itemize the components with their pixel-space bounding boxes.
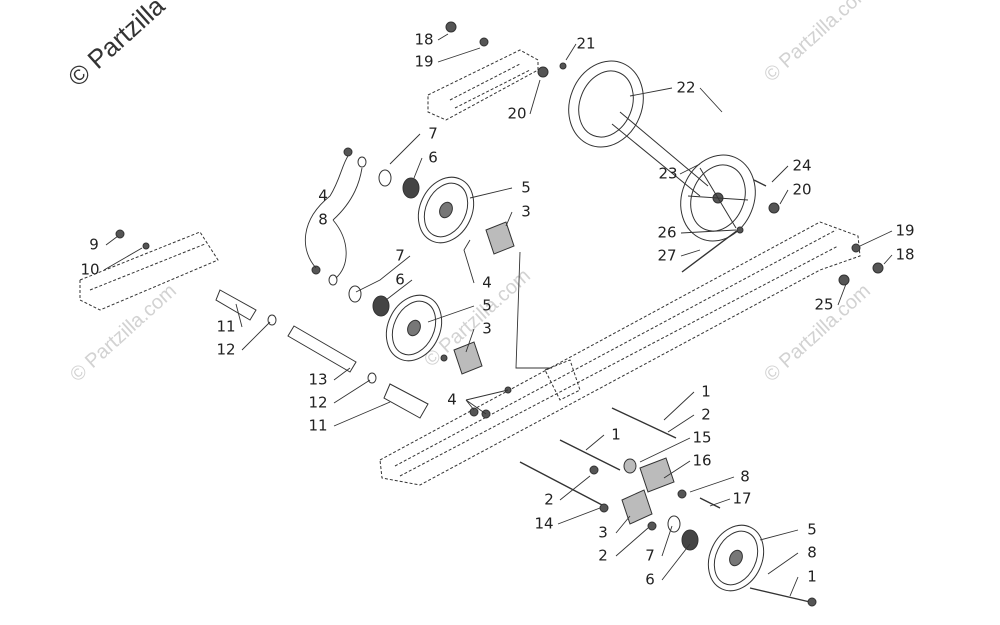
part-callout-26: 26	[657, 223, 677, 242]
bearing-upper	[357, 156, 420, 199]
part-callout-11: 11	[308, 416, 328, 435]
idler-wheel-lower	[707, 524, 765, 592]
idler-wheel-upper	[417, 176, 475, 244]
part-callout-2: 2	[544, 490, 554, 509]
part-callout-23: 23	[658, 164, 678, 183]
bearing-middle	[328, 274, 390, 317]
part-callout-1: 1	[807, 567, 817, 586]
part-callout-8: 8	[807, 543, 817, 562]
leader-lines	[103, 33, 893, 597]
rail-upper-left	[427, 49, 539, 121]
bracket-lower	[621, 457, 675, 525]
part-callout-17: 17	[732, 489, 752, 508]
part-callout-9: 9	[89, 235, 99, 254]
part-callout-27: 27	[657, 246, 677, 265]
part-callout-4: 4	[318, 186, 328, 205]
part-callout-8: 8	[318, 210, 328, 229]
part-callout-1: 1	[611, 425, 621, 444]
part-callout-20: 20	[507, 104, 527, 123]
part-callout-19: 19	[895, 221, 915, 240]
part-callout-25: 25	[814, 295, 834, 314]
part-callout-5: 5	[521, 178, 531, 197]
part-callout-6: 6	[428, 148, 438, 167]
part-callout-10: 10	[80, 260, 100, 279]
rear-axle-assembly	[568, 60, 756, 242]
part-callout-1: 1	[701, 382, 711, 401]
part-callout-7: 7	[645, 546, 655, 565]
part-callout-7: 7	[428, 124, 438, 143]
part-callout-22: 22	[676, 78, 696, 97]
part-callout-7: 7	[395, 246, 405, 265]
part-callout-19: 19	[414, 52, 434, 71]
part-callout-5: 5	[807, 520, 817, 539]
part-callout-15: 15	[692, 428, 712, 447]
part-callout-3: 3	[482, 319, 492, 338]
part-callout-3: 3	[521, 202, 531, 221]
part-callout-13: 13	[308, 370, 328, 389]
rail-main	[379, 221, 861, 486]
nuts	[115, 21, 884, 607]
part-callout-18: 18	[414, 30, 434, 49]
part-callout-2: 2	[701, 405, 711, 424]
part-callout-12: 12	[216, 340, 236, 359]
part-callout-6: 6	[395, 270, 405, 289]
spacer-tubes	[215, 289, 429, 419]
bolts	[519, 179, 811, 603]
part-callout-11: 11	[216, 317, 236, 336]
bearing-lower	[667, 515, 699, 551]
bracket-upper	[485, 221, 515, 255]
idler-wheel-middle	[385, 294, 443, 362]
part-callout-8: 8	[740, 467, 750, 486]
part-callout-4: 4	[482, 273, 492, 292]
part-callout-16: 16	[692, 451, 712, 470]
part-callout-2: 2	[598, 546, 608, 565]
part-callout-24: 24	[792, 156, 812, 175]
part-callout-18: 18	[895, 245, 915, 264]
bracket-middle	[453, 341, 483, 375]
part-callout-5: 5	[482, 296, 492, 315]
rail-left	[79, 231, 219, 311]
part-callout-4: 4	[447, 390, 457, 409]
part-callout-14: 14	[534, 514, 554, 533]
part-callout-12: 12	[308, 393, 328, 412]
part-callout-21: 21	[576, 34, 596, 53]
part-callout-3: 3	[598, 523, 608, 542]
part-callout-20: 20	[792, 180, 812, 199]
part-callout-6: 6	[645, 570, 655, 589]
